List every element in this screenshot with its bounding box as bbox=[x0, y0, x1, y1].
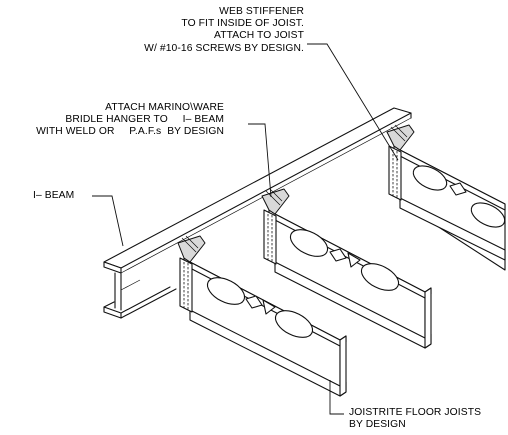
hanger-front bbox=[177, 235, 206, 313]
callout-line: ATTACH TO JOIST bbox=[214, 30, 304, 42]
callout-web-stiffener: WEB STIFFENER TO FIT INSIDE OF JOIST. AT… bbox=[144, 6, 304, 55]
callout-line: ATTACH MARINO\WARE bbox=[105, 102, 224, 113]
joist-middle bbox=[268, 209, 432, 349]
callout-line: BY DESIGN bbox=[349, 419, 406, 431]
leader-bridle-hanger bbox=[248, 123, 272, 198]
callout-line: JOISTRITE FLOOR JOISTS bbox=[349, 407, 482, 418]
joist-front bbox=[183, 257, 347, 397]
callout-line: BRIDLE HANGER TO I– BEAM bbox=[65, 114, 224, 126]
callout-floor-joists: JOISTRITE FLOOR JOISTS BY DESIGN bbox=[349, 407, 481, 431]
hanger-middle bbox=[261, 188, 290, 265]
joist-back bbox=[393, 145, 506, 271]
leader-web-stiffener bbox=[307, 43, 399, 161]
leader-i-beam bbox=[92, 195, 124, 247]
leader-floor-joists bbox=[329, 380, 344, 415]
callout-line: WEB STIFFENER bbox=[219, 6, 304, 17]
callout-line: WITH WELD OR P.A.F.s BY DESIGN bbox=[36, 126, 224, 138]
callout-line: I– BEAM bbox=[33, 190, 75, 201]
callout-bridle-hanger: ATTACH MARINO\WARE BRIDLE HANGER TO I– B… bbox=[36, 102, 224, 139]
callout-line: TO FIT INSIDE OF JOIST. bbox=[181, 18, 304, 30]
callout-line: W/ #10-16 SCREWS BY DESIGN. bbox=[144, 42, 304, 54]
callout-i-beam: I– BEAM bbox=[33, 190, 74, 202]
